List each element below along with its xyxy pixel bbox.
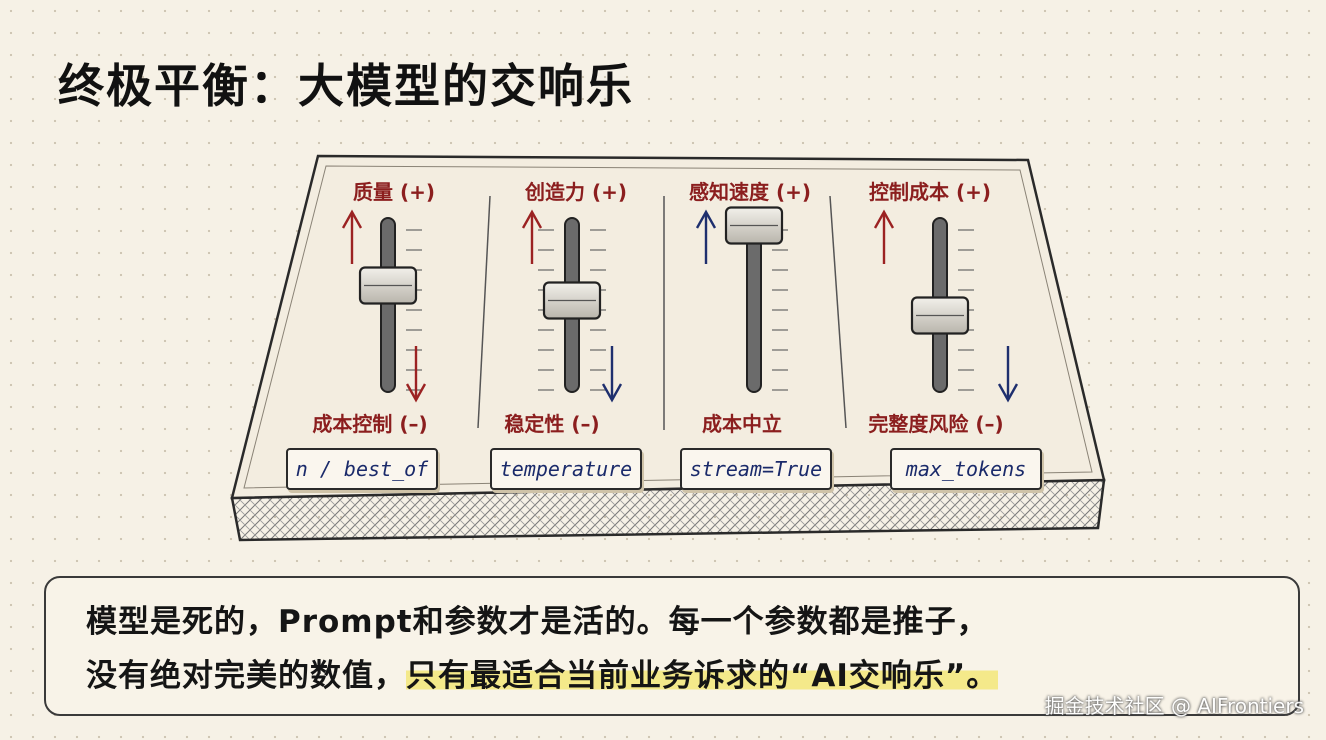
watermark: 掘金技术社区 @ AIFrontiers <box>1044 694 1304 718</box>
up-arrow-head <box>341 209 363 229</box>
page-title: 终极平衡：大模型的交响乐 <box>58 59 634 113</box>
down-arrow-head <box>601 383 623 403</box>
parameter-name: max_tokens <box>890 448 1042 490</box>
note-line-1: 模型是死的，Prompt和参数才是活的。每一个参数都是推子， <box>86 604 989 640</box>
parameter-name: temperature <box>490 448 642 490</box>
note-box: 模型是死的，Prompt和参数才是活的。每一个参数都是推子， 没有绝对完美的数值… <box>44 576 1300 716</box>
note-line-2: 没有绝对完美的数值，只有最适合当前业务诉求的“AI交响乐”。 <box>86 650 999 695</box>
fader-top-label: 感知速度 (+) <box>688 180 812 204</box>
fader-top-label: 控制成本 (+) <box>868 180 992 204</box>
fader-top-label: 质量 (+) <box>352 180 436 204</box>
fader-top-label: 创造力 (+) <box>524 180 628 204</box>
fader-bottom-label: 成本中立 <box>702 412 782 436</box>
fader-bottom-label: 成本控制 (–) <box>312 412 428 436</box>
note-highlight-text: 只有最适合当前业务诉求的“AI交响乐”。 <box>406 658 999 694</box>
fader-track <box>380 217 396 393</box>
down-arrow-head <box>997 383 1019 403</box>
divider <box>829 195 847 429</box>
note-plain-text: 没有绝对完美的数值， <box>86 658 406 694</box>
fader-2 <box>521 209 623 403</box>
down-arrow-head <box>405 383 427 403</box>
fader-bottom-label: 完整度风险 (–) <box>868 412 1004 436</box>
up-arrow-head <box>521 209 543 229</box>
fader-bottom-label: 稳定性 (–) <box>504 412 600 436</box>
parameter-name: n / best_of <box>286 448 438 490</box>
fader-1 <box>341 209 427 403</box>
fader-4 <box>873 209 1019 403</box>
divider <box>477 195 491 429</box>
parameter-name: stream=True <box>680 448 832 490</box>
fader-3 <box>695 206 788 393</box>
up-arrow-head <box>695 209 717 229</box>
up-arrow-head <box>873 209 895 229</box>
